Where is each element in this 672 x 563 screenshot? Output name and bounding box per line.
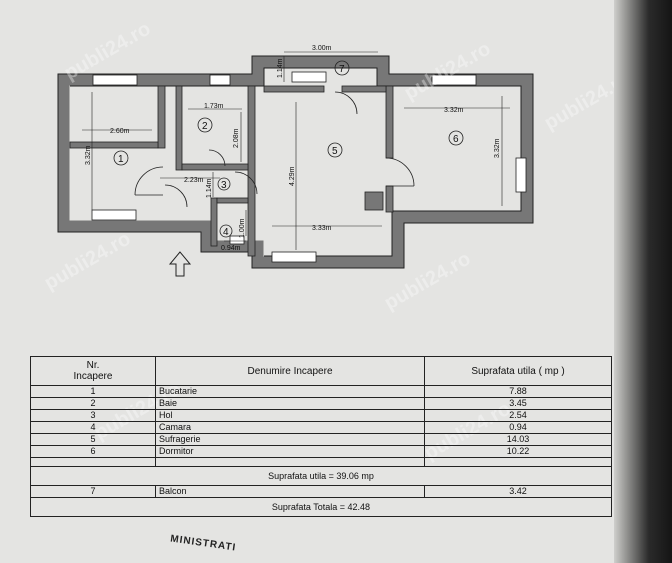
row-nr: 2	[30, 397, 156, 410]
row-nr: 4	[30, 421, 156, 434]
header-room-area: Suprafata utila ( mp )	[424, 356, 612, 386]
row-name: Bucatarie	[155, 385, 425, 398]
balcony-nr: 7	[30, 485, 156, 498]
table-row: 4 Camara 0.94	[30, 421, 612, 434]
dim-room-6-height: 3.32m	[494, 138, 501, 158]
dim-room-2-width: 1.73m	[204, 103, 224, 110]
row-area: 14.03	[424, 433, 612, 446]
row-nr: 6	[30, 445, 156, 458]
table-row: 5 Sufragerie 14.03	[30, 433, 612, 446]
row-nr: 5	[30, 433, 156, 446]
room-number-7: 7	[339, 64, 345, 75]
grand-total-text: Suprafata Totala = 42.48	[30, 497, 612, 517]
background-edge	[614, 0, 672, 563]
balcony-area: 3.42	[424, 485, 612, 498]
dim-room-5-height: 4.29m	[289, 166, 296, 186]
dim-room-1-height: 3.32m	[85, 145, 92, 165]
entrance-arrow-icon	[168, 251, 192, 277]
table-row: 2 Baie 3.45	[30, 397, 612, 410]
utile-total-text: Suprafata utila = 39.06 mp	[30, 466, 612, 486]
utile-total-row: Suprafata utila = 39.06 mp	[30, 466, 612, 486]
floor-plan-sheet: 2.60m 3.32m 1.73m 2.08m 2.23m 1.14m 0.94…	[0, 0, 614, 563]
balcony-name: Balcon	[155, 485, 425, 498]
dim-room-4-height: 1.00m	[239, 218, 246, 238]
dim-room-4-width: 0.94m	[221, 245, 241, 252]
table-row: 6 Dormitor 10.22	[30, 445, 612, 458]
balcony-row: 7 Balcon 3.42	[30, 485, 612, 498]
room-number-3: 3	[221, 180, 227, 191]
room-number-5: 5	[332, 146, 338, 157]
row-name: Baie	[155, 397, 425, 410]
ministry-stamp: MINISTRATI	[169, 533, 237, 554]
dim-room-7-width: 3.00m	[312, 45, 332, 52]
row-name: Dormitor	[155, 445, 425, 458]
row-nr: 3	[30, 409, 156, 422]
row-area: 0.94	[424, 421, 612, 434]
table-row: 1 Bucatarie 7.88	[30, 385, 612, 398]
dim-room-3-width: 2.23m	[184, 177, 204, 184]
grand-total-row: Suprafata Totala = 42.48	[30, 497, 612, 517]
header-room-name: Denumire Incapere	[155, 356, 425, 386]
row-name: Hol	[155, 409, 425, 422]
row-nr: 1	[30, 385, 156, 398]
floor-plan-drawing: 2.60m 3.32m 1.73m 2.08m 2.23m 1.14m 0.94…	[57, 45, 534, 277]
row-area: 3.45	[424, 397, 612, 410]
row-area: 10.22	[424, 445, 612, 458]
table-row: 3 Hol 2.54	[30, 409, 612, 422]
room-number-6: 6	[453, 134, 459, 145]
dim-room-3-height: 1.14m	[206, 178, 213, 198]
dim-room-6-width: 3.32m	[444, 107, 464, 114]
room-number-4: 4	[223, 227, 229, 238]
dim-room-5-width: 3.33m	[312, 225, 332, 232]
row-area: 7.88	[424, 385, 612, 398]
row-area: 2.54	[424, 409, 612, 422]
dim-room-2-height: 2.08m	[233, 128, 240, 148]
dim-room-1-width: 2.60m	[110, 128, 130, 135]
row-name: Camara	[155, 421, 425, 434]
header-room-number: Nr. Incapere	[30, 356, 156, 386]
room-number-1: 1	[118, 154, 124, 165]
room-area-table: Nr. Incapere Denumire Incapere Suprafata…	[30, 356, 612, 517]
room-number-2: 2	[202, 121, 208, 132]
row-name: Sufragerie	[155, 433, 425, 446]
table-spacer-row	[30, 457, 612, 467]
table-header-row: Nr. Incapere Denumire Incapere Suprafata…	[30, 356, 612, 386]
dim-room-7-height: 1.14m	[277, 58, 284, 78]
